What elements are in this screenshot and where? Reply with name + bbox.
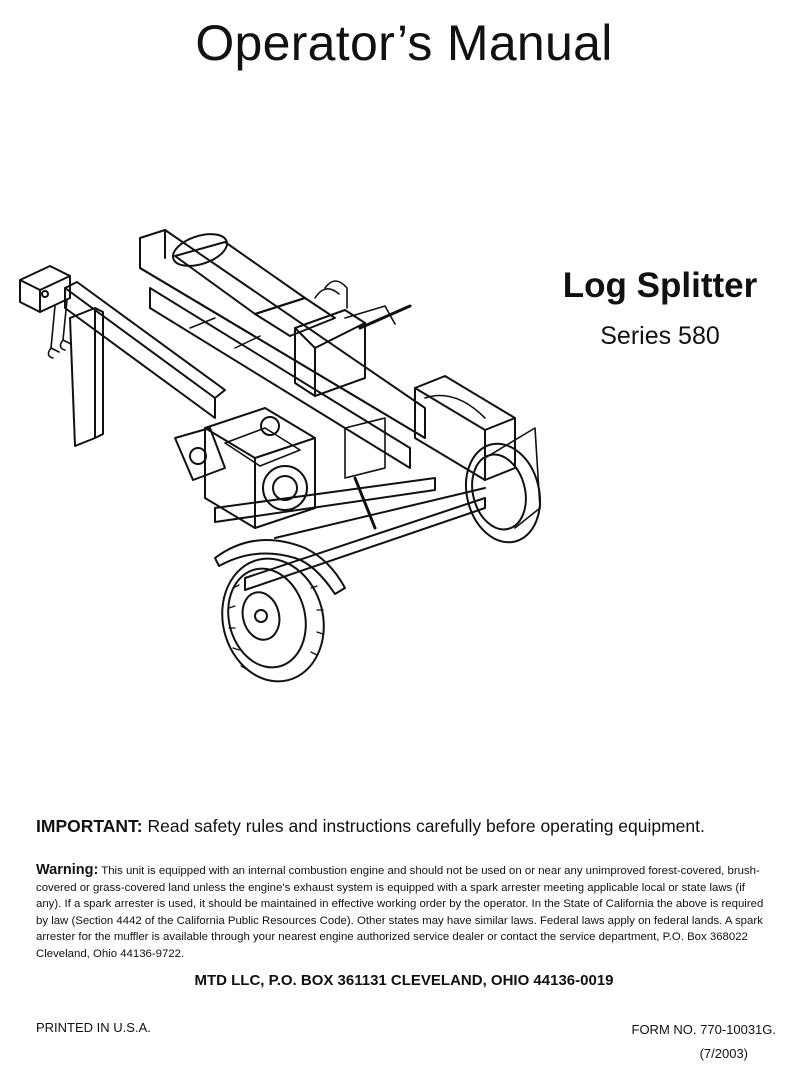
product-series: Series 580 [600,322,720,350]
warning-notice: Warning: This unit is equipped with an i… [36,862,772,962]
important-label: IMPORTANT: [36,816,143,836]
hydraulic-cylinder [172,233,336,337]
stand-leg [69,307,104,447]
front-wheel [221,557,325,683]
wedge-assembly [294,280,412,397]
form-number: FORM NO. 770-10031G. [631,1022,777,1037]
log-cradle [414,375,516,481]
frame [214,477,486,539]
page-title: Operator’s Manual [195,15,613,71]
important-text: Read safety rules and instructions caref… [142,816,705,836]
tongue-beam [64,281,226,419]
form-date: (7/2003) [699,1046,748,1061]
fender [214,539,346,595]
engine [174,407,316,529]
printed-in: PRINTED IN U.S.A. [36,1020,151,1035]
warning-text: This unit is equipped with an internal c… [36,865,764,960]
company-address: MTD LLC, P.O. BOX 361131 CLEVELAND, OHIO… [194,972,614,989]
axle [244,497,486,591]
product-name: Log Splitter [562,266,758,305]
rear-wheel [465,427,541,544]
log-splitter-illustration [19,229,541,683]
tow-hitch [19,265,72,359]
splitting-beam [139,229,426,469]
important-notice: IMPORTANT: Read safety rules and instruc… [36,816,776,837]
warning-label: Warning: [36,862,99,878]
